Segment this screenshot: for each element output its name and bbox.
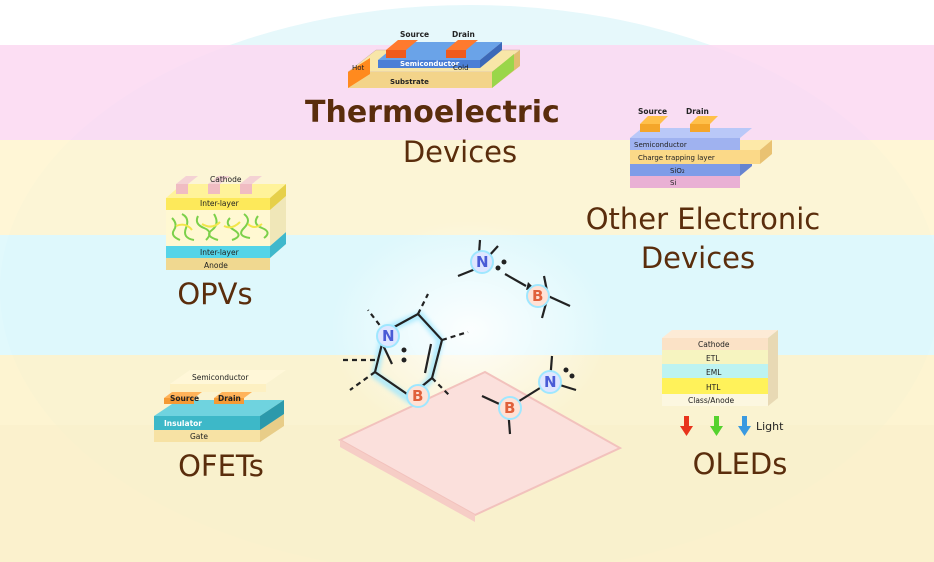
azaborine-ring: [340, 293, 469, 398]
bottom-boron-atom: [498, 396, 522, 420]
drain-label: Drain: [686, 107, 709, 116]
light-blue-arrow-icon: [738, 416, 751, 436]
other-title-line1: Other Electronic: [585, 202, 821, 236]
eml-layer: [662, 364, 768, 378]
ofet-device: Semiconductor Source Drain Insulator Gat…: [154, 370, 286, 442]
cold-block: [492, 54, 514, 88]
semiconductor-label: Semiconductor: [192, 373, 249, 382]
drain-label: Drain: [452, 30, 475, 39]
cathode-finger-1: [176, 184, 188, 194]
light-green-arrow-icon: [710, 416, 723, 436]
cathode-label: Cathode: [698, 340, 730, 349]
source-label: Source: [400, 30, 429, 39]
opv-device: Cathode Inter-layer Inter-layer Anode: [166, 175, 286, 270]
etl-label: ETL: [706, 354, 720, 363]
bottom-n-label: N: [544, 373, 557, 391]
gate-label: Gate: [190, 432, 208, 441]
semiconductor-layer: [630, 138, 740, 150]
si-label: Si: [670, 179, 676, 187]
inter-layer-bottom-label: Inter-layer: [200, 248, 240, 257]
cathode-finger-3: [240, 184, 252, 194]
source-label: Source: [170, 394, 199, 403]
other-device: Source Drain Semiconductor Charge trappi…: [630, 107, 772, 188]
drain-electrode: [214, 398, 244, 404]
eml-label: EML: [706, 368, 722, 377]
htl-label: HTL: [706, 383, 721, 392]
source-electrode: [640, 124, 660, 132]
bottom-pair-bonds: [481, 355, 577, 435]
oled-title: OLEDs: [692, 447, 788, 481]
source-electrode: [164, 398, 194, 404]
charge-label: Charge trapping layer: [638, 154, 715, 162]
top-boron-atom: [526, 284, 550, 308]
opv-title: OPVs: [177, 277, 253, 311]
si-layer: [630, 176, 740, 188]
ofet-title: OFETs: [178, 449, 264, 483]
substrate-label: Substrate: [390, 78, 429, 86]
light-label: Light: [756, 420, 784, 433]
semiconductor-label: Semiconductor: [634, 141, 687, 149]
anode-layer: [166, 258, 270, 270]
ring-nitrogen-atom: [376, 324, 400, 348]
inter-layer-bottom: [166, 246, 270, 258]
thermoelectric-device: Source Drain Semiconductor Substrate Hot…: [347, 30, 521, 88]
semiconductor-layer: [170, 384, 266, 392]
cold-label: Cold: [453, 64, 469, 72]
inter-layer-top: [166, 198, 270, 210]
other-title-line2: Devices: [640, 241, 756, 275]
cathode-label: Cathode: [210, 175, 242, 184]
light-red-arrow-icon: [680, 416, 693, 436]
ring-b-label: B: [412, 387, 423, 405]
drain-electrode: [690, 124, 710, 132]
top-pair-bonds: [457, 239, 571, 319]
drain-label: Drain: [218, 394, 241, 403]
cathode-finger-2: [208, 184, 220, 194]
ring-n-label: N: [382, 327, 395, 345]
anode-label: Class/Anode: [688, 396, 734, 405]
semiconductor-layer: [378, 60, 480, 68]
etl-layer: [662, 350, 768, 364]
sio2-layer: [630, 164, 740, 176]
top-b-label: B: [532, 287, 543, 305]
cathode-layer: [662, 338, 768, 350]
top-n-label: N: [476, 253, 489, 271]
sio2-label: SiO₂: [670, 167, 685, 175]
insulator-layer: [154, 416, 260, 430]
oled-device: Cathode ETL EML HTL Class/Anode Light: [662, 330, 784, 436]
bottom-nitrogen-atom: [538, 370, 562, 394]
inter-layer-top-label: Inter-layer: [200, 199, 240, 208]
hot-block: [348, 58, 370, 88]
molecules: N B N B B N: [340, 239, 577, 435]
drain-electrode: [446, 50, 466, 58]
top-nitrogen-atom: [470, 250, 494, 274]
thermoelectric-title-line1: Thermoelectric: [305, 95, 560, 130]
gate-layer: [154, 430, 260, 442]
insulator-label: Insulator: [164, 419, 202, 428]
substrate-front: [348, 72, 492, 88]
htl-layer: [662, 378, 768, 394]
source-label: Source: [638, 107, 667, 116]
semiconductor-label: Semiconductor: [400, 60, 460, 68]
anode-label: Anode: [204, 261, 228, 270]
hot-label: Hot: [352, 64, 365, 72]
source-electrode: [386, 50, 406, 58]
anode-layer: [662, 394, 768, 406]
bottom-b-label: B: [504, 399, 515, 417]
charge-trapping-layer: [630, 150, 760, 164]
thermoelectric-title-line2: Devices: [402, 135, 518, 169]
ring-boron-atom: [406, 384, 430, 408]
